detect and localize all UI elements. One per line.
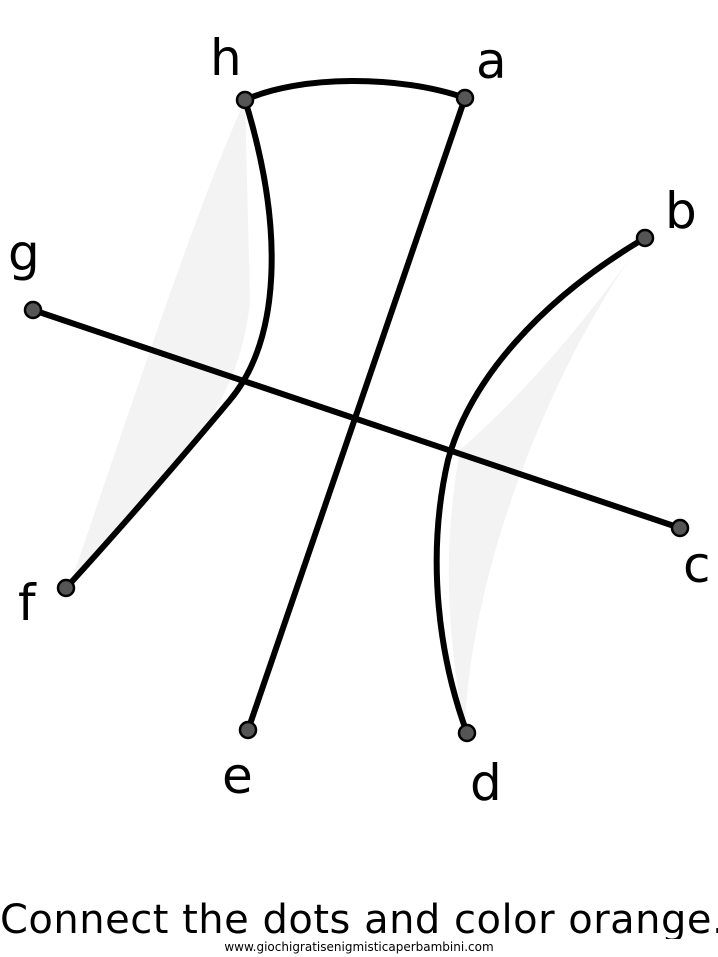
dot-b [635, 228, 655, 248]
line-h-f [63, 97, 275, 591]
label-c: c [683, 536, 711, 594]
label-h: h [210, 29, 242, 87]
connection-lines [30, 78, 683, 736]
label-d: d [470, 754, 502, 812]
dots [23, 88, 690, 743]
dot-h [235, 90, 255, 110]
label-e: e [222, 747, 253, 805]
dot-f [56, 578, 76, 598]
line-g-c [30, 307, 683, 531]
line-a-e [245, 95, 468, 733]
shading-left [70, 100, 250, 585]
line-b-d [433, 235, 648, 736]
dot-c [670, 518, 690, 538]
dot-e [238, 720, 258, 740]
dot-a [455, 88, 475, 108]
label-g: g [8, 224, 40, 282]
shading-right [448, 238, 645, 730]
line-h-a [242, 78, 468, 103]
label-a: a [476, 32, 507, 90]
website-credit: www.giochigratisenigmisticaperbambini.co… [0, 939, 718, 957]
label-f: f [18, 574, 37, 632]
label-b: b [665, 182, 697, 240]
instruction-text: Connect the dots and color orange. [0, 897, 718, 943]
dot-d [457, 723, 477, 743]
dot-g [23, 300, 43, 320]
